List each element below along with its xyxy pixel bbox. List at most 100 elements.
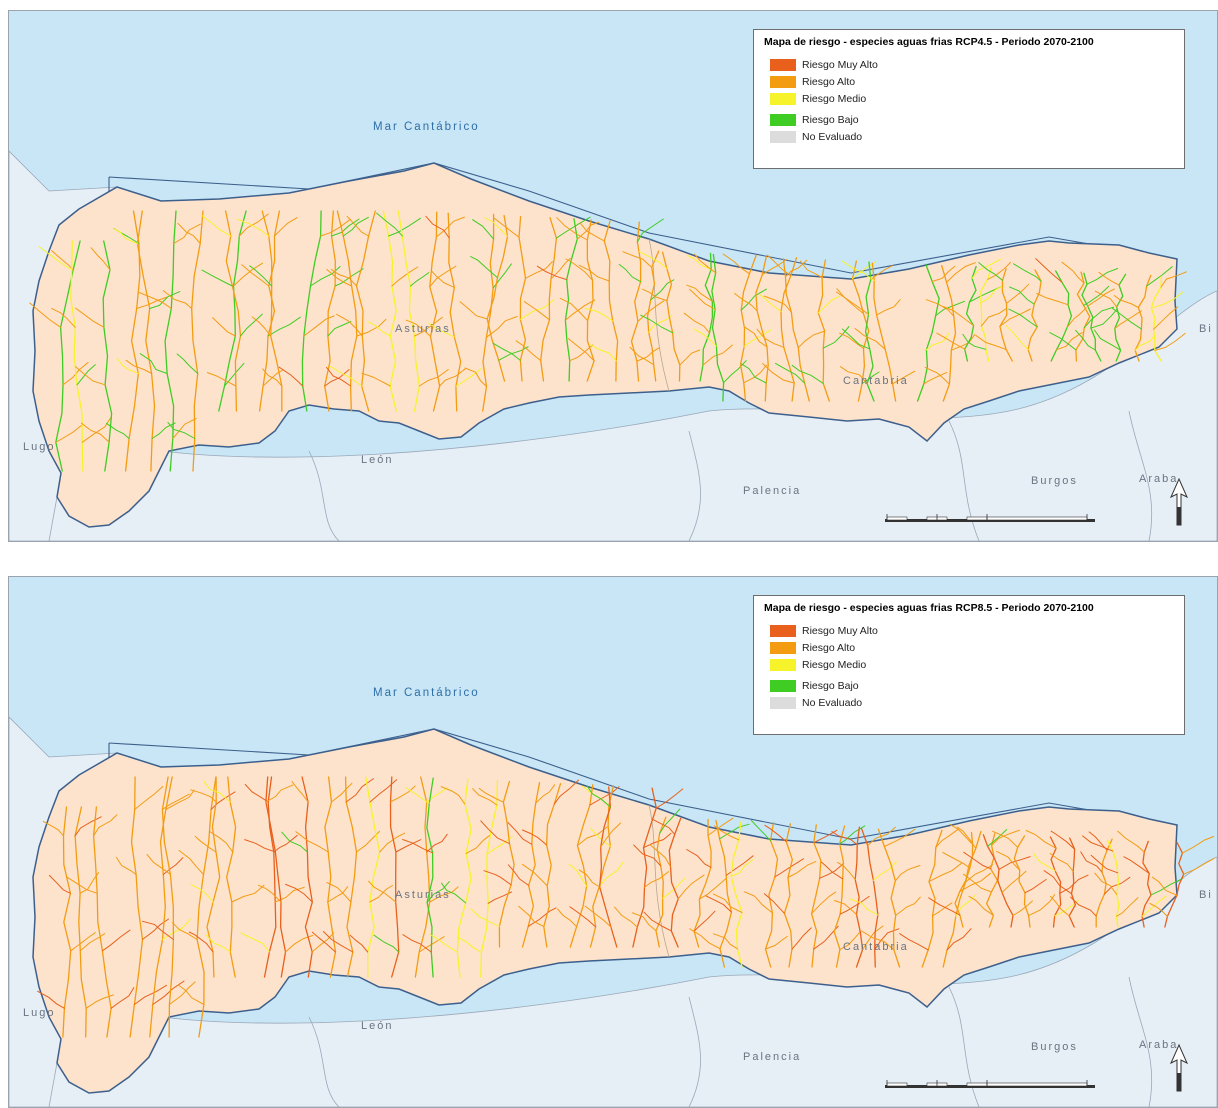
river-tributary	[799, 260, 823, 279]
river-segment	[1141, 840, 1152, 928]
river-segment	[982, 834, 1014, 928]
river-tributary	[139, 353, 168, 374]
river-tributary	[331, 218, 360, 237]
river-segment	[129, 776, 144, 1038]
river-tributary	[622, 251, 653, 268]
river-tributary	[200, 214, 232, 237]
river-tributary	[831, 831, 858, 846]
river-tributary	[971, 258, 1002, 279]
river-tributary	[1153, 306, 1179, 330]
river-tributary	[849, 898, 879, 916]
river-tributary	[1050, 895, 1070, 917]
river-tributary	[712, 933, 738, 950]
river-tributary	[244, 783, 269, 803]
river-tributary	[1001, 870, 1027, 893]
river-tributary	[262, 368, 283, 387]
river-tributary	[928, 897, 961, 916]
river-tributary	[924, 366, 950, 385]
river-tributary	[659, 808, 681, 834]
river-tributary	[638, 251, 668, 269]
scale-bar	[885, 1080, 1095, 1088]
place-label-burgos: Burgos	[1031, 1041, 1078, 1053]
river-tributary	[1049, 852, 1074, 872]
river-tributary	[37, 990, 65, 1009]
river-tributary	[946, 262, 976, 283]
river-tributary	[1134, 334, 1156, 351]
legend-label: Riesgo Alto	[802, 641, 856, 654]
river-segment	[1068, 837, 1077, 928]
river-segment	[1081, 272, 1102, 362]
river-segment	[196, 776, 217, 1038]
river-tributary	[1183, 857, 1215, 875]
river-tributary	[633, 844, 662, 867]
river-segment	[569, 784, 594, 948]
river-segment	[263, 776, 277, 978]
river-tributary	[265, 784, 294, 803]
river-tributary	[1049, 332, 1077, 351]
river-segment	[1049, 836, 1062, 928]
river-segment	[521, 781, 541, 948]
river-tributary	[750, 820, 772, 842]
river-tributary	[743, 364, 768, 384]
river-tributary	[470, 256, 498, 279]
river-segment	[646, 250, 660, 382]
river-tributary	[349, 934, 369, 953]
river-tributary	[557, 908, 578, 928]
river-tributary	[584, 905, 612, 928]
river-tributary	[693, 910, 716, 932]
river-tributary	[643, 911, 672, 932]
river-tributary	[346, 215, 370, 237]
river-tributary	[515, 340, 542, 362]
legend-label: Riesgo Medio	[802, 658, 867, 671]
river-tributary	[459, 301, 488, 320]
river-segment	[92, 806, 112, 1038]
river-tributary	[368, 880, 397, 903]
place-label-bi: Bi	[1199, 889, 1213, 901]
river-tributary	[285, 883, 313, 903]
river-segment	[1013, 835, 1031, 928]
river-tributary	[1090, 309, 1118, 329]
river-tributary	[839, 931, 861, 950]
river-segment	[301, 776, 313, 978]
river-segment	[655, 816, 667, 948]
river-tributary	[168, 981, 196, 1005]
river-tributary	[1043, 870, 1072, 895]
river-tributary	[165, 789, 195, 810]
river-segment	[301, 210, 322, 412]
river-tributary	[686, 284, 713, 302]
river-tributary	[55, 424, 84, 443]
place-label-asturias: Asturias	[395, 889, 451, 901]
river-tributary	[326, 366, 352, 387]
river-tributary	[1005, 325, 1029, 351]
river-segment	[426, 777, 434, 978]
river-tributary	[244, 839, 276, 853]
river-tributary	[763, 893, 785, 914]
river-tributary	[1054, 900, 1080, 917]
river-segment	[755, 256, 769, 402]
river-tributary	[507, 864, 530, 886]
river-tributary	[565, 258, 593, 281]
river-tributary	[950, 334, 976, 351]
river-tributary	[775, 362, 806, 384]
river-segment	[780, 257, 798, 402]
river-tributary	[836, 288, 864, 315]
river-tributary	[101, 929, 131, 952]
river-segment	[365, 776, 381, 978]
river-tributary	[125, 359, 153, 374]
river-tributary	[327, 320, 352, 337]
river-tributary	[330, 268, 357, 287]
river-tributary	[1087, 288, 1115, 307]
river-tributary	[465, 834, 491, 854]
river-segment	[206, 776, 221, 978]
river-tributary	[762, 363, 795, 384]
river-tributary	[336, 313, 363, 337]
river-tributary	[258, 884, 282, 903]
river-tributary	[1008, 308, 1038, 328]
river-tributary	[331, 782, 353, 803]
river-segment	[564, 218, 578, 382]
river-segment	[480, 779, 499, 978]
river-tributary	[923, 371, 948, 385]
river-tributary	[470, 908, 500, 927]
river-tributary	[925, 332, 950, 351]
river-tributary	[1082, 835, 1114, 852]
